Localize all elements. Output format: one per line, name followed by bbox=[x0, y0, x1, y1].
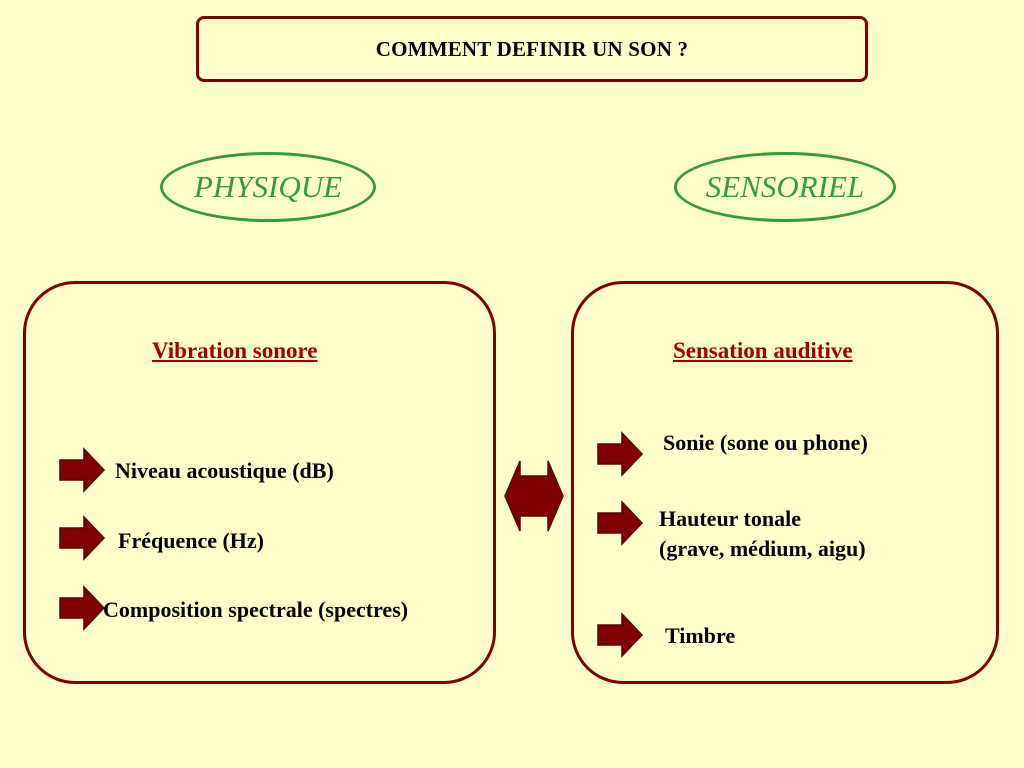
physique-item-3: Composition spectrale (spectres) bbox=[103, 597, 409, 622]
physique-panel bbox=[23, 281, 496, 684]
sensoriel-item-3: Timbre bbox=[665, 623, 736, 648]
sensoriel-item-2-line1: Hauteur tonale bbox=[659, 506, 801, 531]
right-arrow-icon bbox=[596, 431, 644, 477]
sensoriel-heading: Sensation auditive bbox=[673, 338, 853, 363]
title-box: COMMENT DEFINIR UN SON ? bbox=[196, 16, 868, 82]
double-arrow-icon bbox=[503, 458, 565, 534]
right-arrow-icon bbox=[596, 500, 644, 546]
right-arrow-icon bbox=[58, 447, 106, 493]
sensoriel-panel bbox=[571, 281, 999, 684]
page-title: COMMENT DEFINIR UN SON ? bbox=[375, 36, 689, 61]
physique-heading: Vibration sonore bbox=[152, 338, 318, 363]
right-arrow-icon bbox=[596, 612, 644, 658]
physique-item-2: Fréquence (Hz) bbox=[118, 528, 264, 553]
physique-ellipse: PHYSIQUE bbox=[160, 152, 376, 222]
sensoriel-ellipse: SENSORIEL bbox=[674, 152, 896, 222]
sensoriel-label: SENSORIEL bbox=[705, 169, 865, 204]
physique-label: PHYSIQUE bbox=[193, 169, 343, 204]
sensoriel-item-2-line2: (grave, médium, aigu) bbox=[659, 536, 866, 561]
right-arrow-icon bbox=[58, 515, 106, 561]
right-arrow-icon bbox=[58, 585, 106, 631]
physique-item-1: Niveau acoustique (dB) bbox=[115, 458, 334, 483]
sensoriel-item-1: Sonie (sone ou phone) bbox=[663, 430, 868, 455]
